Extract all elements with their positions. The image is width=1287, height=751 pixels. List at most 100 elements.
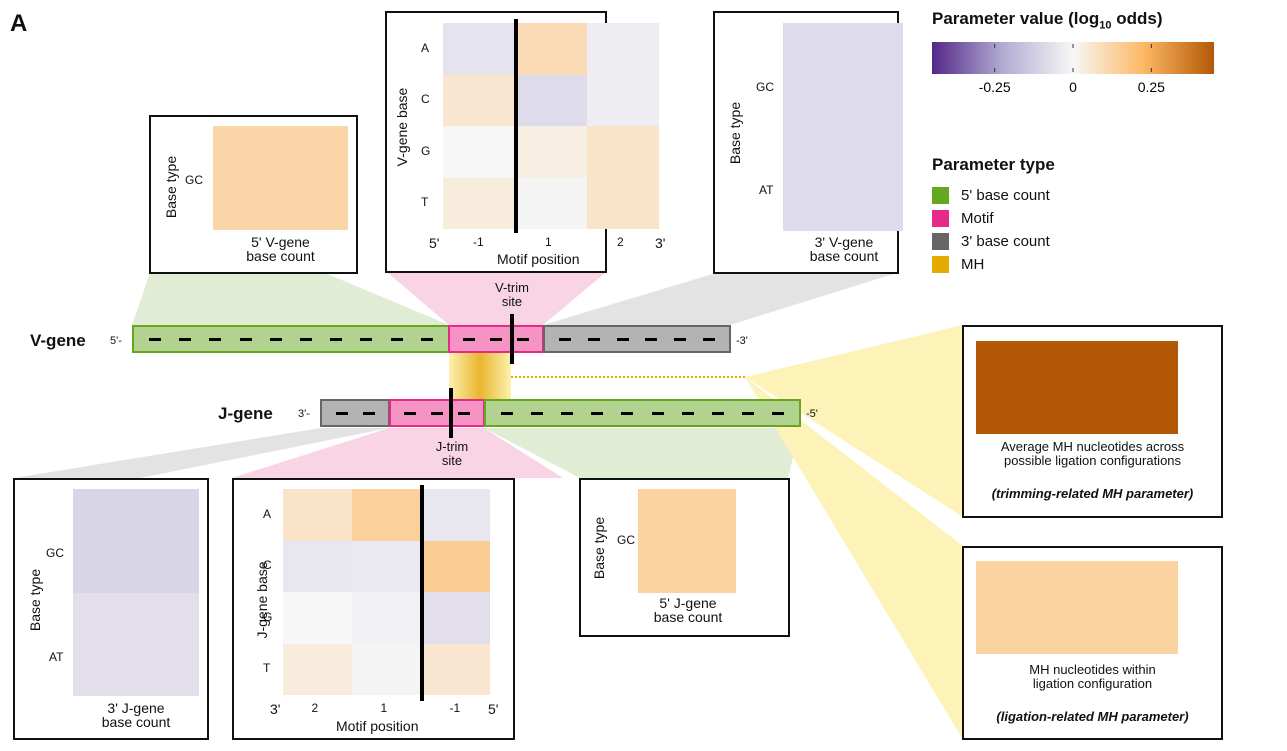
vmotif-trim-line (514, 19, 518, 233)
motif-row-label: C (421, 92, 430, 107)
v5-xlabel: 5' V-gene base count (213, 235, 348, 263)
j-trim-label: J-trim site (420, 440, 484, 468)
mh-ligation-desc-line2: ligation configuration (1032, 676, 1153, 691)
v-trim-label-line1: V-trim (495, 280, 529, 295)
v-gene-5prime-region (132, 325, 450, 353)
v3-row-label-gc: GC (756, 80, 774, 94)
v3-heatmap-cell-at (783, 127, 903, 231)
j-gene-right-end: -5' (806, 408, 818, 420)
j5-xlabel: 5' J-gene base count (623, 596, 753, 624)
legend-swatch (932, 210, 949, 227)
j3-row-label-gc: GC (46, 546, 64, 560)
motif-heatmap-cell (443, 74, 515, 126)
motif-row-label: A (263, 506, 272, 521)
motif-heatmap-cell (421, 540, 490, 592)
legend-item-3prime: 3' base count (932, 230, 1050, 253)
mh-ligation-desc-line1: MH nucleotides within (1029, 662, 1156, 677)
motif-heatmap-cell (515, 74, 587, 126)
v3-ylabel: Base type (727, 101, 743, 165)
jmotif-wedge (232, 428, 563, 478)
legend-label: 5' base count (961, 187, 1050, 204)
j3-xlabel-line1: 3' J-gene (107, 700, 165, 716)
v5-base-count-panel: Base type GC 5' V-gene base count (149, 115, 358, 274)
motif-heatmap-cell (587, 126, 659, 178)
v5-row-label-gc: GC (185, 173, 203, 187)
motif-row-label: C (263, 558, 272, 573)
motif-heatmap-cell (352, 643, 421, 695)
mh-average-cell (976, 341, 1178, 434)
motif-heatmap-cell (352, 540, 421, 592)
j3-row-label-at: AT (49, 650, 64, 664)
j3-base-count-panel: Base type GC AT 3' J-gene base count (13, 478, 209, 740)
j-trim-label-line1: J-trim (435, 439, 469, 454)
motif-heatmap-cell (443, 23, 515, 75)
v3-xlabel: 3' V-gene base count (779, 235, 909, 263)
j-gene-5prime-region (484, 399, 801, 427)
legend-item-5prime: 5' base count (932, 184, 1050, 207)
motif-col-label: 2 (311, 701, 319, 715)
motif-heatmap-cell (587, 74, 659, 126)
v-gene-right-end: -3' (736, 335, 748, 347)
j3-xlabel: 3' J-gene base count (71, 701, 201, 729)
v-trim-label: V-trim site (480, 281, 544, 309)
colorbar-tick-label: -0.25 (979, 79, 1011, 95)
colorbar-tick-label: 0 (1069, 79, 1077, 95)
motif-col-label: 1 (380, 701, 388, 715)
motif-row-label: G (263, 609, 273, 624)
mh-overlap-band (449, 353, 511, 400)
v5-xlabel-line2: base count (246, 248, 315, 264)
v5-heatmap-cell (213, 126, 348, 230)
mh-average-desc: Average MH nucleotides across possible l… (964, 440, 1221, 468)
j3-ylabel: Base type (27, 568, 43, 632)
mh-average-desc-line1: Average MH nucleotides across (1000, 439, 1185, 454)
v-gene-3prime-region (543, 325, 731, 353)
motif-heatmap-cell (421, 643, 490, 695)
motif-row-label: T (421, 195, 429, 210)
legend-label: MH (961, 256, 985, 273)
legend-swatch (932, 233, 949, 250)
jmotif-end-right: 5' (488, 701, 499, 717)
j-trim-site-marker (449, 388, 453, 438)
j3-xlabel-line2: base count (101, 714, 171, 730)
jmotif-trim-line (420, 485, 424, 701)
v3-base-count-panel: Base type GC AT 3' V-gene base count (713, 11, 903, 274)
panel-label: A (10, 10, 28, 37)
motif-col-label: 2 (617, 235, 624, 249)
legend-label: Motif (961, 210, 994, 227)
v-gene-motif-region (448, 325, 544, 353)
v3-wedge (543, 273, 897, 325)
j5-base-count-panel: Base type GC 5' J-gene base count (579, 478, 790, 637)
motif-heatmap-cell (352, 592, 421, 644)
j5-xlabel-line2: base count (653, 609, 723, 625)
legend: 5' base count Motif 3' base count MH (932, 184, 1050, 276)
legend-label: 3' base count (961, 233, 1050, 250)
vmotif-ylabel: V-gene base (394, 87, 410, 167)
colorbar-title-main: Parameter value (log (932, 9, 1100, 28)
legend-item-mh: MH (932, 253, 1050, 276)
motif-heatmap-cell (587, 23, 659, 75)
v3-xlabel-line2: base count (809, 248, 879, 264)
motif-row-label: A (421, 40, 430, 55)
motif-heatmap-cell (515, 23, 587, 75)
j-gene-label: J-gene (218, 404, 273, 423)
v-trim-site-marker (510, 314, 514, 364)
motif-heatmap-cell (443, 177, 515, 229)
j3-heatmap-cell-gc (73, 489, 199, 593)
legend-item-motif: Motif (932, 207, 1050, 230)
legend-title: Parameter type (932, 155, 1055, 174)
legend-swatch (932, 256, 949, 273)
motif-col-label: -1 (449, 701, 461, 715)
jmotif-end-left: 3' (270, 701, 281, 717)
motif-row-label: G (421, 143, 431, 158)
jmotif-xlabel: Motif position (336, 718, 419, 734)
motif-heatmap-cell (515, 177, 587, 229)
motif-heatmap-cell (443, 126, 515, 178)
mh-ligation-cell (976, 561, 1178, 654)
vmotif-xlabel: Motif position (497, 251, 580, 267)
v5-wedge (132, 273, 449, 325)
j3-heatmap-cell-at (73, 593, 199, 696)
